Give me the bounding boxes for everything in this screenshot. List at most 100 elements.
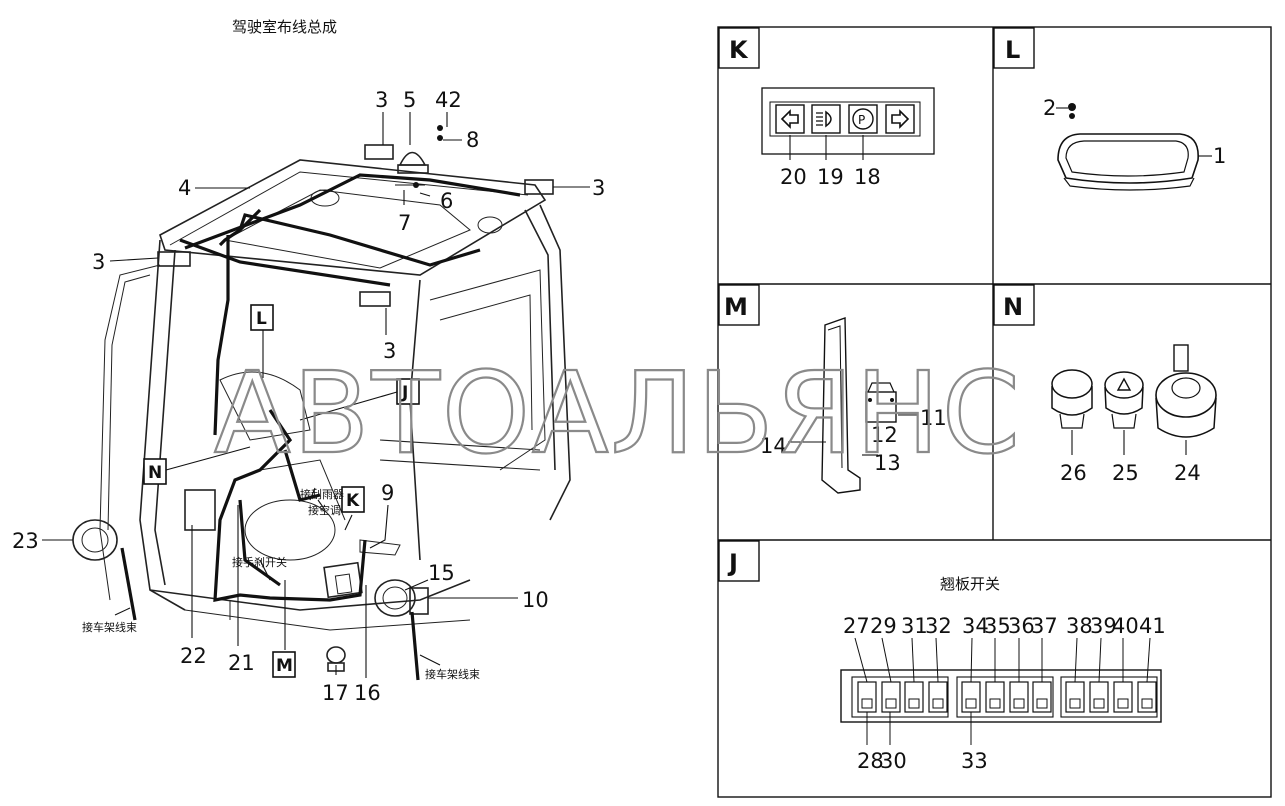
label-4: 4 (178, 176, 191, 200)
svg-text:N: N (148, 463, 162, 483)
label-7: 7 (398, 211, 411, 235)
label-29: 29 (870, 614, 897, 638)
label-1: 1 (1213, 144, 1226, 168)
main-title: 驾驶室布线总成 (232, 18, 337, 36)
label-38: 38 (1066, 614, 1093, 638)
rocker-switch-icon (989, 698, 1001, 709)
switch-parking: P (848, 104, 878, 134)
annotation-ac: 接空调 (308, 503, 341, 517)
label-25: 25 (1112, 461, 1139, 485)
annotation-wiper: 接刮雨器 (300, 487, 344, 501)
main-cab-view: 驾驶室布线总成 (12, 18, 605, 705)
label-10: 10 (522, 588, 549, 612)
detail-k: K P 20 19 18 (718, 27, 935, 189)
rocker-switch-icon (965, 698, 977, 709)
detail-j: J 翘板开关 27 29 31 32 34 35 36 37 38 39 40 … (718, 540, 1166, 773)
label-32: 32 (925, 614, 952, 638)
label-11: 11 (920, 406, 947, 430)
detail-l-letter: L (1005, 36, 1020, 64)
rotary-switch-26 (1051, 369, 1093, 429)
callout-N: N (143, 458, 167, 485)
label-28: 28 (857, 749, 884, 773)
ignition-switch-24 (1155, 344, 1217, 438)
leader-line (1074, 637, 1078, 683)
label-37: 37 (1031, 614, 1058, 638)
label-31: 31 (901, 614, 928, 638)
leader-line (970, 637, 973, 683)
label-33: 33 (961, 749, 988, 773)
svg-text:K: K (346, 491, 360, 511)
label-15: 15 (428, 561, 455, 585)
detail-j-title: 翘板开关 (940, 575, 1000, 593)
label-9: 9 (381, 481, 394, 505)
annotation-frame-right: 接车架线束 (425, 667, 480, 681)
label-23: 23 (12, 529, 39, 553)
label-3c: 3 (92, 250, 105, 274)
label-3d: 3 (383, 339, 396, 363)
detail-n-letter: N (1003, 293, 1023, 321)
callout-J: J (396, 378, 420, 405)
svg-text:P: P (858, 113, 865, 127)
detail-m-letter: M (724, 293, 748, 321)
main-leaders (42, 112, 590, 678)
rocker-switch-icon (861, 698, 873, 709)
label-36: 36 (1008, 614, 1035, 638)
label-27: 27 (843, 614, 870, 638)
leader-line (881, 637, 892, 683)
label-18: 18 (854, 165, 881, 189)
leader-line (935, 637, 939, 683)
label-17: 17 (322, 681, 349, 705)
cab-frame (72, 125, 571, 681)
detail-l: L 2 1 (993, 27, 1226, 191)
annotation-frame-left: 接车架线束 (82, 620, 137, 634)
leader-line (854, 637, 868, 683)
leader-line (911, 637, 915, 683)
rocker-switch-icon (1069, 698, 1081, 709)
label-16: 16 (354, 681, 381, 705)
callout-M: M (272, 651, 296, 678)
label-5: 5 (403, 88, 416, 112)
label-14: 14 (760, 434, 787, 458)
instrument-cluster (1057, 133, 1199, 191)
rocker-switch-icon (1093, 698, 1105, 709)
callout-L: L (250, 304, 274, 331)
label-19: 19 (817, 165, 844, 189)
callout-K: K (341, 486, 365, 513)
hazard-switch-25 (1104, 371, 1144, 429)
label-8: 8 (466, 128, 479, 152)
label-21: 21 (228, 651, 255, 675)
label-39: 39 (1090, 614, 1117, 638)
label-3a: 3 (375, 88, 388, 112)
label-41: 41 (1139, 614, 1166, 638)
watermark: АВТОАЛЬЯНС (214, 349, 1022, 479)
label-12: 12 (871, 423, 898, 447)
detail-m: M 11 12 14 13 (718, 284, 947, 494)
detail-j-letter: J (727, 549, 738, 577)
label-6: 6 (440, 189, 453, 213)
rocker-switch-icon (1036, 698, 1048, 709)
label-20: 20 (780, 165, 807, 189)
svg-text:J: J (401, 383, 408, 403)
rocker-switch-icon (1141, 698, 1153, 709)
annotation-handbrake: 接手刹开关 (232, 555, 287, 569)
label-42: 42 (435, 88, 462, 112)
rocker-switch-icon (1013, 698, 1025, 709)
svg-text:L: L (256, 309, 267, 329)
label-34: 34 (962, 614, 989, 638)
label-2: 2 (1043, 96, 1056, 120)
detail-panels-frame (717, 26, 1272, 798)
svg-text:M: M (276, 656, 293, 676)
switch-left-turn (775, 104, 805, 134)
label-30: 30 (880, 749, 907, 773)
switch-headlight (811, 104, 841, 134)
rocker-switch-icon (885, 698, 897, 709)
rocker-switch-icon (932, 698, 944, 709)
rocker-switch-group-2 (956, 676, 1054, 718)
rocker-switch-group-3 (1060, 676, 1158, 718)
label-22: 22 (180, 644, 207, 668)
label-3b: 3 (592, 176, 605, 200)
switch-right-turn (885, 104, 915, 134)
detail-j-leaders (854, 637, 1151, 745)
label-13: 13 (874, 451, 901, 475)
